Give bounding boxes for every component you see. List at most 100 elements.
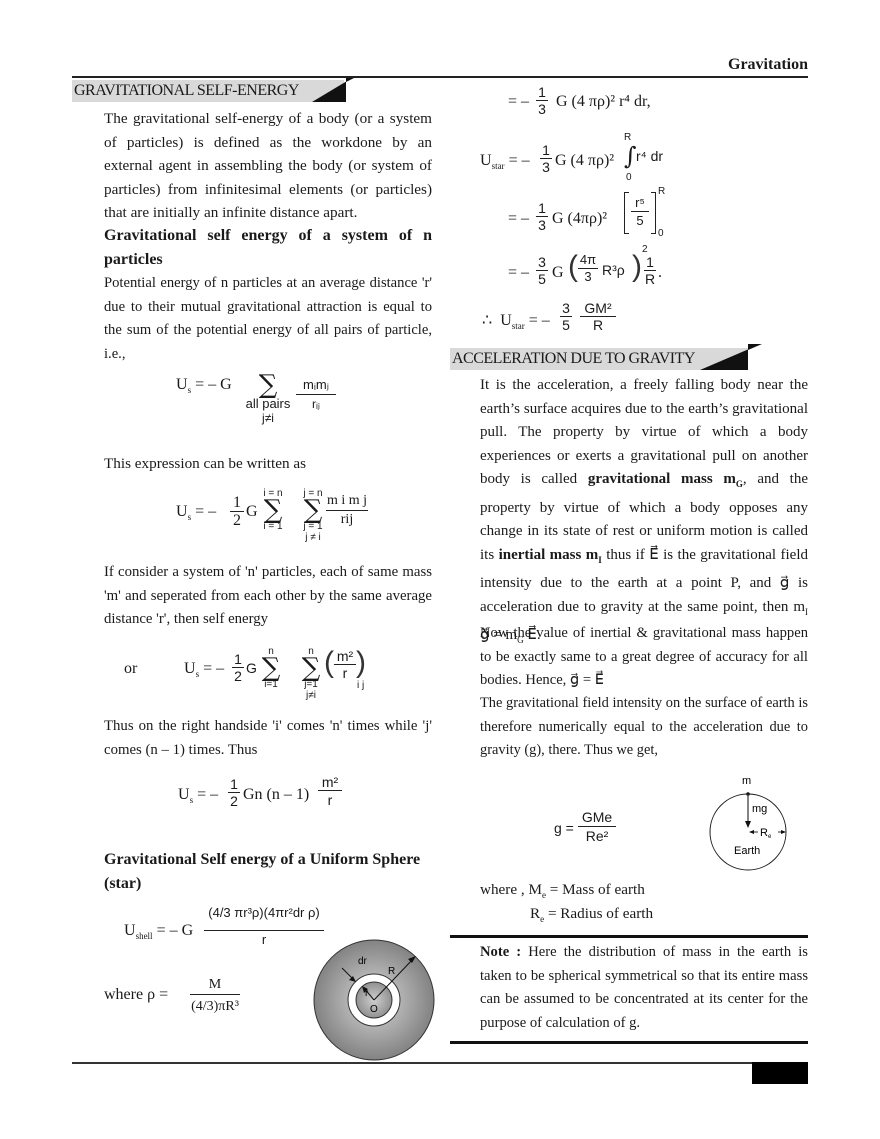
bracket-lower: 0	[658, 228, 664, 239]
fraction-half: 1 2	[228, 776, 240, 809]
fraction-m2-r: m² r	[318, 774, 342, 809]
equals-minus: = –	[508, 264, 530, 281]
G-symbol: G	[552, 264, 564, 281]
sum-j: j = n ∑ j = 1 j ≠ i	[298, 488, 328, 543]
fraction-mimj-rij: mᵢmⱼ rᵢⱼ	[296, 376, 336, 413]
label-Re: R	[760, 827, 768, 839]
paragraph-field-intensity: The gravitational field intensity on the…	[480, 695, 808, 758]
sigma-icon: ∑	[263, 495, 283, 525]
section-title: GRAVITATIONAL SELF-ENERGY	[74, 82, 299, 99]
fraction-density: M (4/3)πR³	[190, 977, 240, 1014]
fraction-shell: (4/3 πr³ρ)(4πr²dr ρ) r	[204, 896, 324, 949]
label-m: m	[742, 775, 751, 787]
label-R: R	[388, 966, 395, 977]
where-radius-of-earth: Re = Radius of earth	[530, 905, 654, 925]
where-rho-label: where ρ =	[104, 986, 169, 1003]
fraction-half: 1 2	[230, 494, 244, 529]
page-number-box	[752, 1062, 808, 1084]
integral-icon: ∫	[624, 142, 637, 170]
integral-lower: 0	[626, 172, 632, 183]
fraction-1-R: 1 R	[644, 254, 656, 287]
equation-shell-integrand: G (4 πρ)² r⁴ dr,	[556, 93, 651, 110]
period: .	[658, 264, 662, 281]
equation-star-integral: Ustar = –	[480, 152, 530, 171]
svg-text:e: e	[768, 834, 772, 840]
g-equals: g =	[554, 820, 574, 836]
section-banner-acceleration: ACCELERATION DUE TO GRAVITY	[450, 348, 748, 370]
banner-wedge-icon	[312, 78, 354, 102]
note-bottom-rule	[450, 1041, 808, 1044]
subheading-n-particles: Gravitational self energy of a system of…	[104, 227, 432, 268]
sigma-icon: ∑	[303, 495, 323, 525]
equation-self-energy-pairs: Us = – G	[176, 376, 232, 395]
paragraph-written-as: This expression can be written as	[104, 455, 307, 472]
Gn-term: Gn (n – 1)	[243, 786, 310, 803]
sigma-icon: ∑	[258, 370, 278, 400]
paragraph-potential-energy: Potential energy of n particles at an av…	[104, 275, 432, 362]
right-paren: )	[356, 646, 366, 679]
banner-wedge-icon	[700, 344, 762, 370]
fraction-GMe-Re2: GMe Re²	[578, 808, 616, 845]
left-paren: (	[568, 250, 578, 283]
sigma-icon: ∑	[261, 653, 281, 683]
equation-shell: Ushell = – G	[124, 922, 194, 941]
label-r: r	[365, 988, 369, 999]
right-paren: )	[632, 250, 642, 283]
integral-upper: R	[624, 132, 632, 143]
equation-double-sum: Us = –	[176, 503, 217, 522]
earth-diagram: m mg R e Earth	[709, 775, 787, 871]
subheading-uniform-sphere: Gravitational Self energy of a Uniform S…	[104, 851, 421, 892]
fraction-third: 1 3	[536, 200, 548, 233]
G-symbol: G	[246, 503, 258, 520]
where-mass-of-earth: where , Me = Mass of earth	[480, 881, 645, 901]
equation-star-result: ∴ Ustar = –	[482, 312, 550, 331]
label-dr: dr	[358, 956, 368, 967]
bracket-upper: R	[658, 186, 666, 197]
equation-same-mass: Us = –	[184, 660, 225, 679]
paragraph-acceleration: It is the acceleration, a freely falling…	[480, 377, 808, 645]
label-earth: Earth	[734, 845, 760, 857]
note-top-rule	[450, 935, 808, 938]
sum-all-pairs: ∑ all pairs j≠i	[240, 370, 296, 425]
running-title: Gravitation	[728, 56, 808, 73]
G-4pirho-squared: G (4 πρ)²	[555, 152, 615, 169]
label-mg: mg	[752, 803, 767, 815]
note-paragraph: Note : Here the distribution of mass in …	[480, 944, 808, 1031]
paragraph-n-particles: If consider a system of 'n' particles, e…	[104, 564, 432, 627]
G-symbol: G	[246, 660, 257, 676]
sigma-icon: ∑	[301, 653, 321, 683]
evaluation-bracket: r⁵ 5	[624, 192, 656, 234]
header-rule	[72, 76, 808, 78]
sum-i: i = n ∑ i = 1	[258, 488, 288, 532]
section-banner-self-energy: GRAVITATIONAL SELF-ENERGY	[72, 80, 344, 102]
fraction-three-fifths: 3 5	[560, 300, 572, 333]
intro-paragraph: The gravitational self-energy of a body …	[104, 110, 432, 221]
exponent-2: 2	[642, 244, 648, 255]
R3rho: R³ρ	[602, 262, 625, 278]
paragraph-thus: Thus on the right handside 'i' comes 'n'…	[104, 718, 432, 758]
label-O: O	[370, 1004, 378, 1015]
fraction-mimj-rij-2: m i m j rij	[326, 493, 368, 527]
equation-self-energy-n: Us = –	[178, 786, 219, 805]
fraction-three-fifths: 3 5	[536, 254, 548, 287]
subscript-ij: i j	[357, 680, 365, 691]
fraction-third: 1 3	[536, 84, 548, 117]
footer-rule	[72, 1062, 808, 1064]
fraction-r5-5: r⁵ 5	[631, 194, 649, 229]
sum-i: n ∑ i=1	[258, 646, 284, 690]
fraction-m2-r: m² r	[334, 648, 356, 681]
fraction-GM2-R: GM² R	[580, 300, 616, 333]
left-paren: (	[324, 646, 334, 679]
paragraph-equivalence: Now the value of inertial & gravitationa…	[480, 625, 808, 688]
equals-minus: = –	[508, 210, 530, 227]
section-title: ACCELERATION DUE TO GRAVITY	[452, 350, 695, 367]
G-4pirho-squared: G (4πρ)²	[552, 210, 608, 227]
fraction-half: 1 2	[232, 651, 244, 684]
integrand: r⁴ dr	[636, 148, 664, 164]
fraction-4pi-3: 4π 3	[578, 252, 598, 284]
equals-minus: = –	[508, 93, 530, 110]
uniform-sphere-diagram: dr R r O	[313, 939, 435, 1061]
sum-j: n ∑ j=1 j≠i	[298, 646, 324, 701]
or-label: or	[124, 660, 138, 677]
fraction-third: 1 3	[540, 142, 552, 175]
